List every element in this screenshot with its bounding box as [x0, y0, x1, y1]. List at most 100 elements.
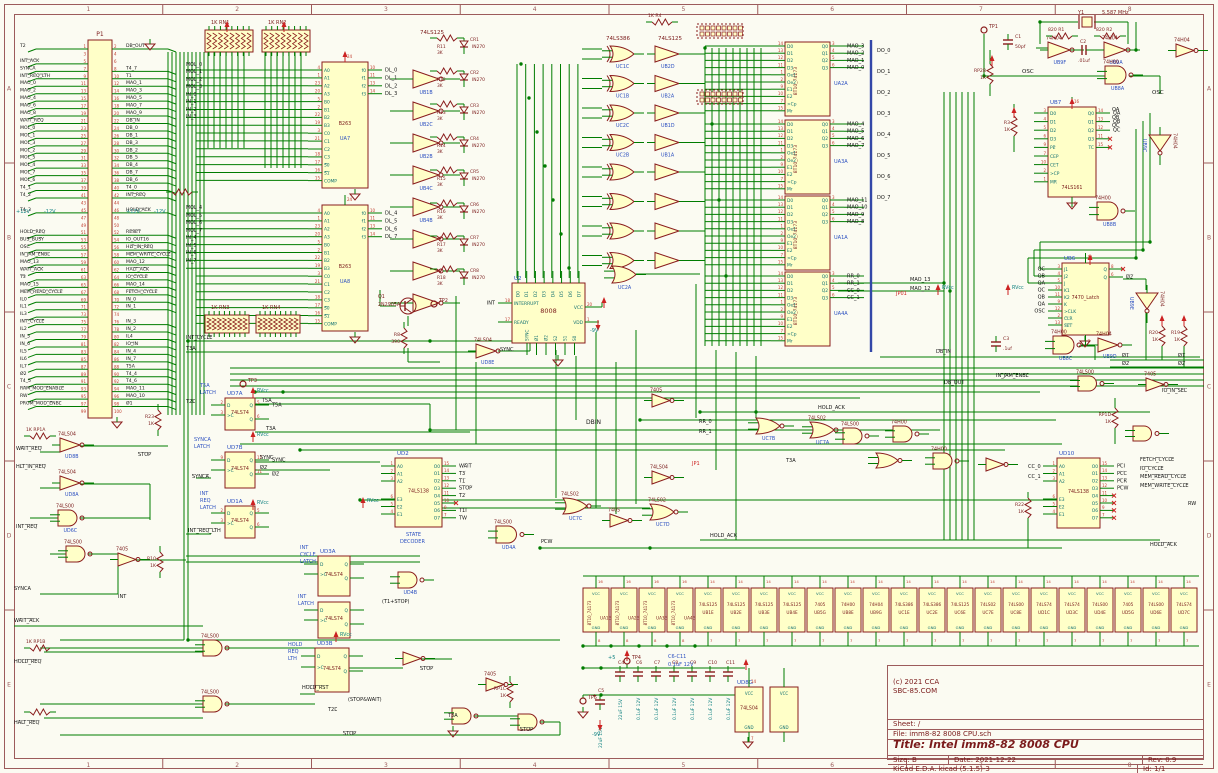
net-label[interactable]: INT: [118, 594, 127, 600]
net-label[interactable]: DB_0: [126, 125, 138, 131]
net-label[interactable]: DL_3: [385, 91, 397, 97]
net-label[interactable]: T4_1: [19, 185, 31, 191]
net-label[interactable]: HOLD_RST: [302, 685, 329, 691]
net-label[interactable]: +5: [608, 655, 615, 661]
net-label[interactable]: IN_JAM_ENBL: [996, 373, 1029, 379]
net-label[interactable]: INT: [200, 491, 209, 497]
net-label[interactable]: MAO_9: [847, 212, 864, 218]
net-label[interactable]: QA: [1112, 107, 1120, 113]
net-label[interactable]: RESET: [126, 229, 141, 235]
net-label[interactable]: INT: [487, 301, 496, 307]
net-label[interactable]: IN_4: [126, 348, 136, 354]
net-label[interactable]: SYNC: [260, 455, 274, 461]
net-label[interactable]: MEM_READ_CYCLE: [1140, 474, 1186, 480]
net-label[interactable]: DBIN: [586, 419, 601, 426]
net-label[interactable]: FETCH_CYCLE: [1140, 457, 1174, 463]
net-label[interactable]: DB_OUT: [944, 380, 965, 386]
net-label[interactable]: WAIT_ACK: [20, 266, 44, 272]
net-label[interactable]: MAO_9: [126, 110, 142, 116]
net-label[interactable]: LATCH: [200, 505, 216, 511]
net-label[interactable]: -9V: [590, 328, 599, 334]
net-label[interactable]: MAO_11: [126, 386, 145, 392]
resistor-rp1a[interactable]: 1K RP1A: [24, 427, 56, 441]
net-label[interactable]: HOLD_REQ: [14, 659, 41, 665]
net-label[interactable]: IN_1: [186, 99, 196, 105]
ic-ub7[interactable]: 74LS161UB73D04D15D26D39PE7CEP10CET2>CP1M…: [1034, 97, 1121, 207]
net-label[interactable]: MOL_4: [20, 162, 35, 168]
net-label[interactable]: CC_0: [1028, 464, 1041, 470]
net-label[interactable]: IN_2: [126, 326, 136, 332]
net-label[interactable]: T4_3: [19, 207, 31, 213]
gate-buf[interactable]: 7405: [644, 388, 684, 408]
net-label[interactable]: DO_3: [877, 111, 890, 117]
net-label[interactable]: -12V: [154, 209, 166, 215]
net-label[interactable]: (STOP&WAIT): [348, 697, 382, 703]
gate-buf[interactable]: [647, 251, 689, 270]
net-label[interactable]: IL0: [20, 296, 27, 302]
resistor-r[interactable]: [166, 187, 198, 197]
net-label[interactable]: PCW: [1117, 486, 1129, 492]
net-label[interactable]: T2: [19, 43, 26, 49]
ic-u2[interactable]: 8008U218INTERRUPTINT17READY20VCC1VDDD0D1…: [487, 271, 599, 355]
testpoint-tp3[interactable]: TP3: [239, 378, 257, 388]
net-label[interactable]: IL6: [20, 356, 27, 362]
net-label[interactable]: DB_2: [126, 147, 138, 153]
net-label[interactable]: C6-C11: [668, 654, 686, 660]
net-label[interactable]: MAO_3: [126, 88, 142, 94]
net-label[interactable]: MAO_2: [20, 88, 36, 94]
net-label[interactable]: QB: [1038, 274, 1046, 280]
net-label[interactable]: MAO_13: [910, 277, 930, 283]
net-label[interactable]: DB_3: [126, 140, 138, 146]
net-label[interactable]: OSC: [1022, 69, 1034, 75]
net-label[interactable]: MAO_3: [847, 44, 864, 50]
gate-and[interactable]: [1125, 425, 1169, 442]
net-label[interactable]: Ø1: [126, 400, 133, 407]
gate-xor[interactable]: [602, 163, 644, 181]
net-label[interactable]: 5.587 MHz: [1102, 10, 1129, 16]
gate-and[interactable]: 74H00: [885, 420, 929, 443]
net-label[interactable]: HLT_IN_REQ: [126, 244, 154, 250]
net-label[interactable]: HALT_REQ: [14, 720, 39, 726]
gate-and[interactable]: 74LS00: [58, 540, 102, 563]
net-label[interactable]: T4_5: [19, 378, 31, 384]
net-label[interactable]: MOL_2: [20, 147, 35, 153]
net-label[interactable]: STOP: [420, 666, 433, 672]
net-label[interactable]: INT: [300, 545, 309, 551]
net-label[interactable]: PCW: [541, 539, 553, 545]
net-label[interactable]: T5A: [261, 398, 272, 404]
net-label[interactable]: T2L: [327, 707, 337, 713]
net-label[interactable]: JP1: [691, 461, 700, 467]
resistor-rp1b[interactable]: 1K RP1B: [24, 639, 56, 653]
net-label[interactable]: DL_7: [385, 234, 397, 240]
net-label[interactable]: IL3: [20, 311, 27, 317]
net-label[interactable]: MOL_1: [20, 132, 35, 138]
net-label[interactable]: DL_0: [385, 68, 397, 74]
net-label[interactable]: SYNCA: [20, 65, 36, 71]
gate-and[interactable]: [510, 713, 554, 731]
net-label[interactable]: +12V: [16, 209, 31, 215]
net-label[interactable]: MOL_5: [186, 213, 202, 219]
capacitor-c9[interactable]: C90.1uF 12V: [687, 660, 697, 720]
capacitor-c8[interactable]: C80.1uF 12V: [669, 660, 679, 720]
gate-and[interactable]: 74LS00: [195, 690, 239, 713]
gate-and[interactable]: 74LS00: [195, 634, 239, 657]
net-label[interactable]: HOLD_ACK: [818, 405, 846, 411]
net-label[interactable]: RW: [1188, 501, 1196, 507]
gate-and[interactable]: [444, 707, 488, 725]
